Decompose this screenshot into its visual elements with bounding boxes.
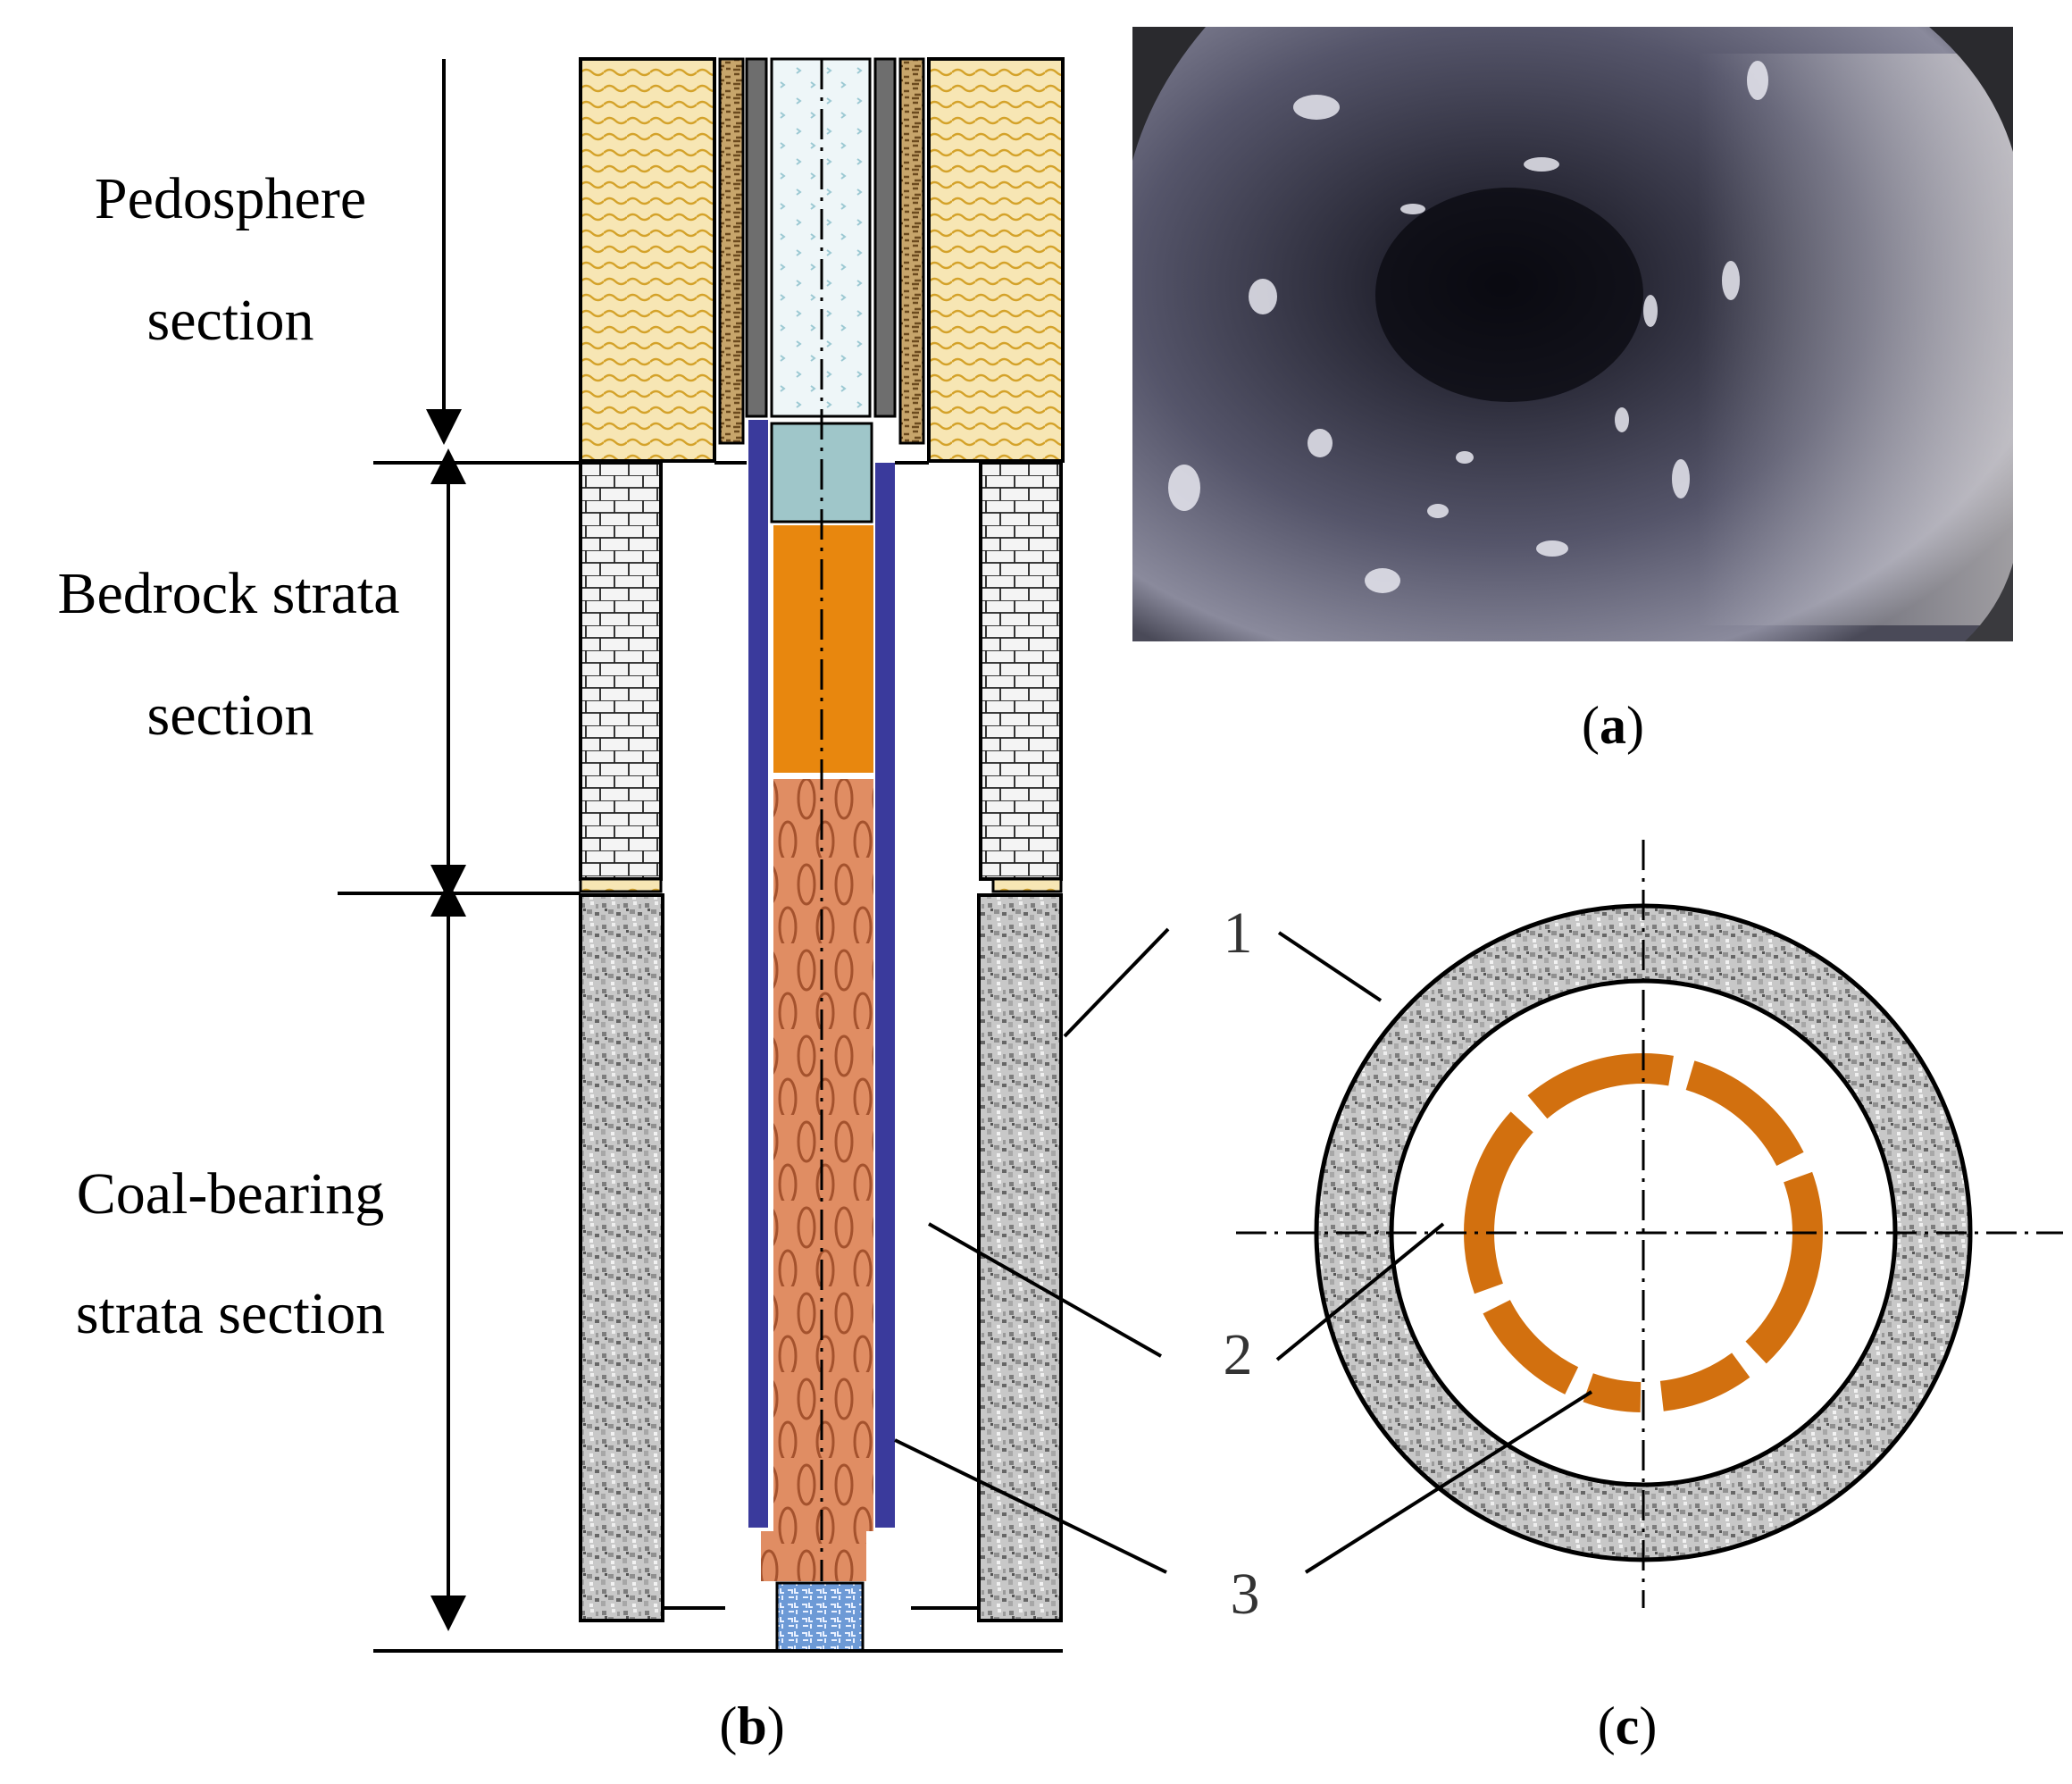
- panel-label-c: (c): [1598, 1696, 1658, 1755]
- bedrock-soil-seam-right: [991, 877, 1063, 893]
- leader-line-3-left: [894, 1438, 1167, 1574]
- pipe-screen-segment: [761, 779, 873, 1581]
- protective-casing-left: [748, 420, 768, 1528]
- label-coal-line1: Coal-bearing: [77, 1161, 385, 1227]
- borehole-depth-center: [1375, 188, 1643, 402]
- pipe-orange-segment: [773, 525, 873, 774]
- leader-line-2-right: [1275, 1222, 1445, 1361]
- leader-line-1-left: [1063, 927, 1170, 1038]
- panel-label-b: (b): [719, 1696, 784, 1755]
- label-pedosphere-line2: section: [147, 288, 314, 353]
- label-pedosphere-line1: Pedosphere: [95, 166, 366, 231]
- panel-label-a: (a): [1582, 696, 1644, 755]
- photo-vignette-corner-br: [1965, 563, 2013, 641]
- leader-line-1-right: [1277, 931, 1383, 1002]
- callout-1: 1: [1224, 900, 1253, 966]
- grout-strip-right: [898, 57, 925, 445]
- casing-wall-right: [873, 57, 897, 418]
- panel-a-borehole-photo: (a): [1132, 27, 2013, 755]
- soil-block-left: [579, 57, 716, 463]
- pipe-base-plug: [775, 1581, 865, 1653]
- leader-line-3-right: [1304, 1390, 1593, 1574]
- label-bedrock-line1: Bedrock strata: [57, 561, 399, 626]
- photo-glare: [1697, 54, 2013, 625]
- protective-casing-right: [875, 463, 895, 1528]
- grout-strip-left: [718, 57, 745, 445]
- soil-block-right: [927, 57, 1065, 463]
- casing-wall-left: [745, 57, 768, 418]
- photo-vignette-corner-tr: [1929, 27, 2013, 152]
- leader-line-2-left: [928, 1222, 1162, 1358]
- photo-vignette-corner-tl: [1132, 27, 1206, 161]
- callout-2: 2: [1224, 1322, 1253, 1387]
- label-bedrock-line2: section: [147, 683, 314, 748]
- bedrock-column-left: [579, 461, 663, 881]
- label-coal-line2: strata section: [76, 1281, 385, 1346]
- callout-3: 3: [1231, 1562, 1260, 1627]
- photo-reflections: [1168, 61, 1768, 593]
- bedrock-soil-seam-left: [579, 877, 663, 893]
- coal-column-left: [579, 893, 664, 1622]
- panel-b-longitudinal-section: Pedosphere section Bedrock strata sectio…: [57, 57, 1170, 1755]
- panel-c-cross-section: 1 2 3 (c): [1224, 840, 2063, 1755]
- bedrock-column-right: [979, 461, 1063, 881]
